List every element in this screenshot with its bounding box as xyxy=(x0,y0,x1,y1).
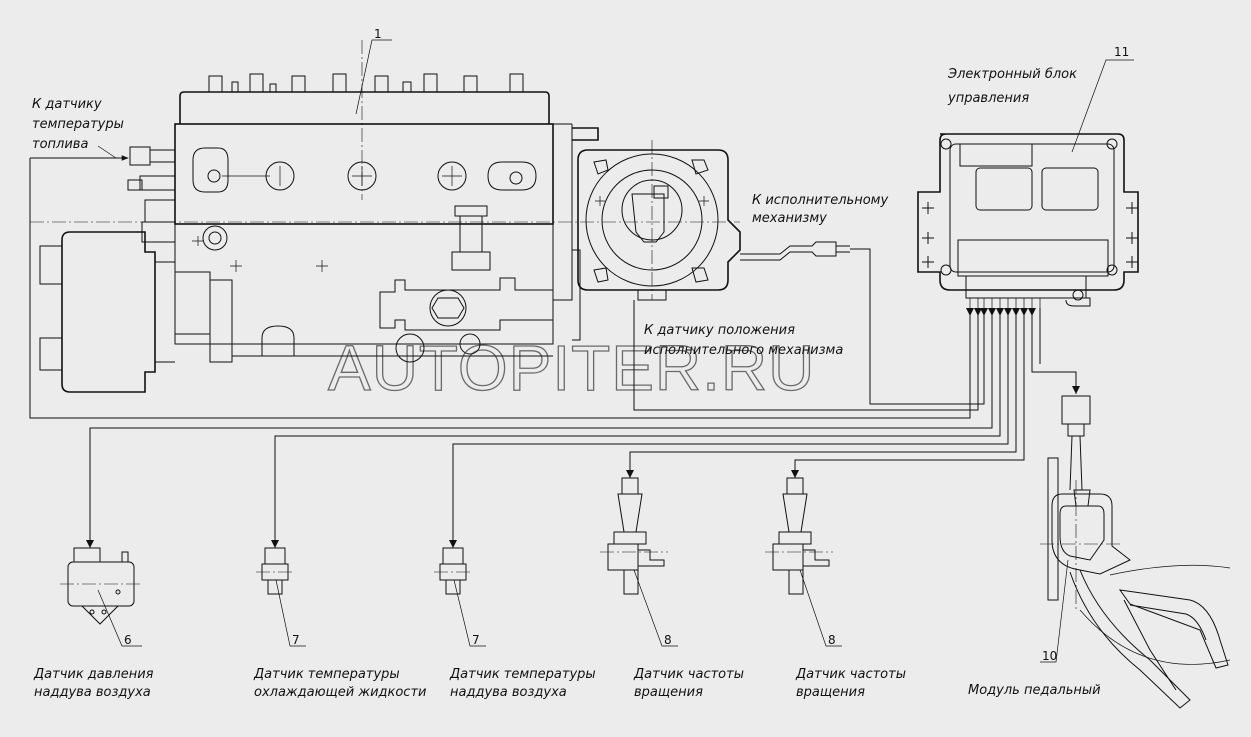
ecu-pin-arrows xyxy=(966,308,1036,316)
actuator-bolts xyxy=(593,159,709,283)
svg-text:Датчик температуры: Датчик температуры xyxy=(253,667,400,682)
speed-sensor-2 xyxy=(765,477,833,595)
actuator-position-callout: К датчику положения исполнительного меха… xyxy=(644,323,843,358)
svg-text:наддува воздуха: наддува воздуха xyxy=(34,685,151,700)
svg-text:вращения: вращения xyxy=(796,685,865,700)
actuator-housing xyxy=(577,140,850,301)
coolant-temp-label: Датчик температуры охлаждающей жидкости xyxy=(253,667,426,700)
svg-text:температуры: температуры xyxy=(32,117,124,132)
svg-text:К датчику: К датчику xyxy=(32,97,102,112)
svg-text:топлива: топлива xyxy=(32,137,88,152)
svg-text:Датчик температуры: Датчик температуры xyxy=(449,667,596,682)
pedal-module-label: Модуль педальный xyxy=(968,683,1101,698)
callout-number-1: 1 xyxy=(374,27,382,41)
ecu xyxy=(917,133,1139,307)
callout-number-8b: 8 xyxy=(828,633,836,647)
boost-air-temp-label: Датчик температуры наддува воздуха xyxy=(449,667,596,700)
coolant-temp-sensor xyxy=(256,547,294,595)
pump-outlet-fittings xyxy=(208,73,524,93)
boost-pressure-label: Датчик давления наддува воздуха xyxy=(33,667,154,700)
svg-text:Датчик частоты: Датчик частоты xyxy=(795,667,906,682)
actuator-callout: К исполнительному механизму xyxy=(752,193,888,226)
svg-text:К исполнительному: К исполнительному xyxy=(752,193,888,208)
speed-sensor-1-label: Датчик частоты вращения xyxy=(633,667,744,700)
svg-text:наддува воздуха: наддува воздуха xyxy=(450,685,567,700)
callout-number-7a: 7 xyxy=(292,633,300,647)
wiring-harness xyxy=(29,155,1080,548)
pedal-module xyxy=(1040,395,1231,709)
svg-text:К датчику положения: К датчику положения xyxy=(644,323,795,338)
ecu-mount-holes xyxy=(922,202,1138,268)
svg-text:исполнительного механизма: исполнительного механизма xyxy=(644,343,843,358)
speed-sensor-1 xyxy=(600,477,668,595)
svg-text:вращения: вращения xyxy=(634,685,703,700)
callout-number-11: 11 xyxy=(1114,45,1129,59)
svg-text:механизму: механизму xyxy=(752,211,827,226)
svg-text:Электронный блок: Электронный блок xyxy=(947,67,1077,82)
boost-pressure-sensor xyxy=(60,547,140,625)
callout-number-7b: 7 xyxy=(472,633,480,647)
svg-text:Датчик давления: Датчик давления xyxy=(33,667,154,682)
injection-pump xyxy=(30,40,740,393)
boost-air-temp-sensor xyxy=(434,547,472,595)
ecu-corner-bolts xyxy=(940,138,1118,276)
callout-number-10: 10 xyxy=(1042,649,1057,663)
svg-text:Датчик частоты: Датчик частоты xyxy=(633,667,744,682)
leader-lines xyxy=(97,39,1134,663)
svg-text:управления: управления xyxy=(947,91,1029,106)
callout-number-8a: 8 xyxy=(664,633,672,647)
svg-text:охлаждающей жидкости: охлаждающей жидкости xyxy=(254,685,426,700)
fuel-temp-callout: К датчику температуры топлива xyxy=(32,97,124,152)
callout-number-6: 6 xyxy=(124,633,132,647)
ecu-label: Электронный блок управления xyxy=(947,67,1077,106)
speed-sensor-2-label: Датчик частоты вращения xyxy=(795,667,906,700)
